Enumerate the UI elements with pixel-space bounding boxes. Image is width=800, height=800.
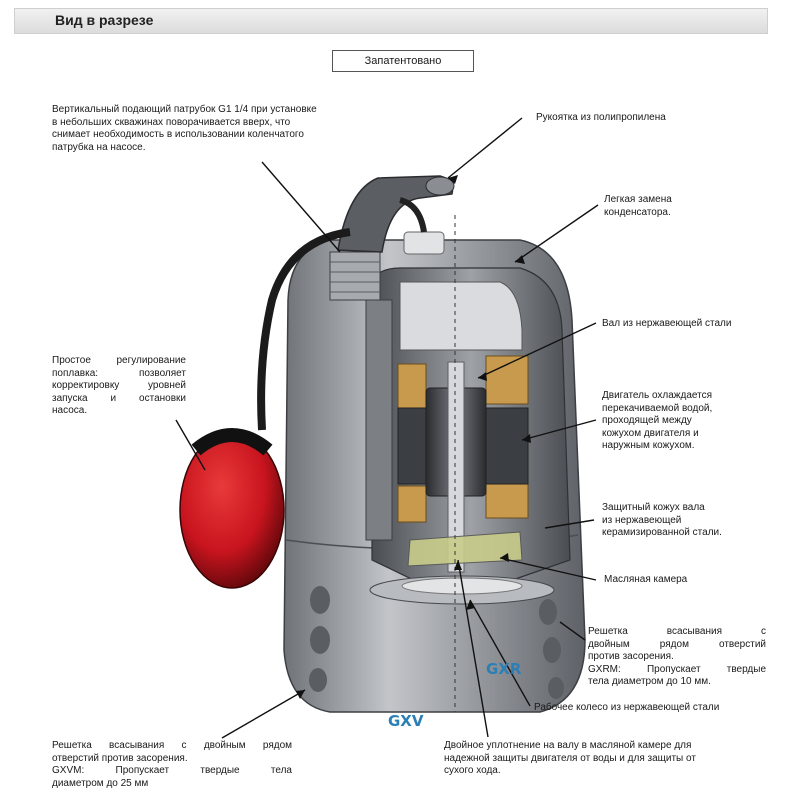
label-outlet: Вертикальный подающий патрубок G1 1/4 пр… — [52, 104, 317, 153]
patent-badge: Запатентовано — [332, 50, 474, 72]
label-grid-gxv: Решетка всасывания с двойным рядом отвер… — [52, 740, 292, 789]
winding-top-right — [485, 355, 529, 405]
label-float: Простое регулирование поплавка: позволяе… — [52, 355, 186, 416]
red-float — [179, 431, 285, 589]
label-shaft: Вал из нержавеющей стали — [602, 318, 732, 329]
section-title: Вид в разрезе — [55, 12, 154, 28]
leader-arrowheads — [296, 175, 531, 699]
float-cable — [257, 228, 351, 431]
section-header: Вид в разрезе — [14, 8, 768, 34]
threaded-outlet — [329, 251, 381, 301]
winding-bottom-left — [397, 485, 427, 523]
label-seal: Двойное уплотнение на валу в масляной ка… — [444, 740, 696, 776]
model-label-gxr: GXR — [486, 660, 522, 678]
label-shaft-cover: Защитный кожух вала из нержавеющей керам… — [602, 502, 722, 538]
model-label-gxv: GXV — [388, 712, 424, 730]
stainless-shaft — [447, 361, 465, 573]
label-impeller: Рабочее колесо из нержавеющей стали — [534, 702, 720, 713]
label-oil-chamber: Масляная камера — [604, 574, 688, 585]
label-handle: Рукоятка из полипропилена — [536, 112, 666, 123]
leader-lines — [175, 117, 599, 739]
label-capacitor: Легкая замена конденсатора. — [604, 194, 672, 218]
label-motor: Двигатель охлаждается перекачиваемой вод… — [602, 390, 713, 451]
winding-top-left — [397, 363, 427, 409]
label-grid-gxr: Решетка всасывания с двойным рядом отвер… — [588, 626, 766, 687]
